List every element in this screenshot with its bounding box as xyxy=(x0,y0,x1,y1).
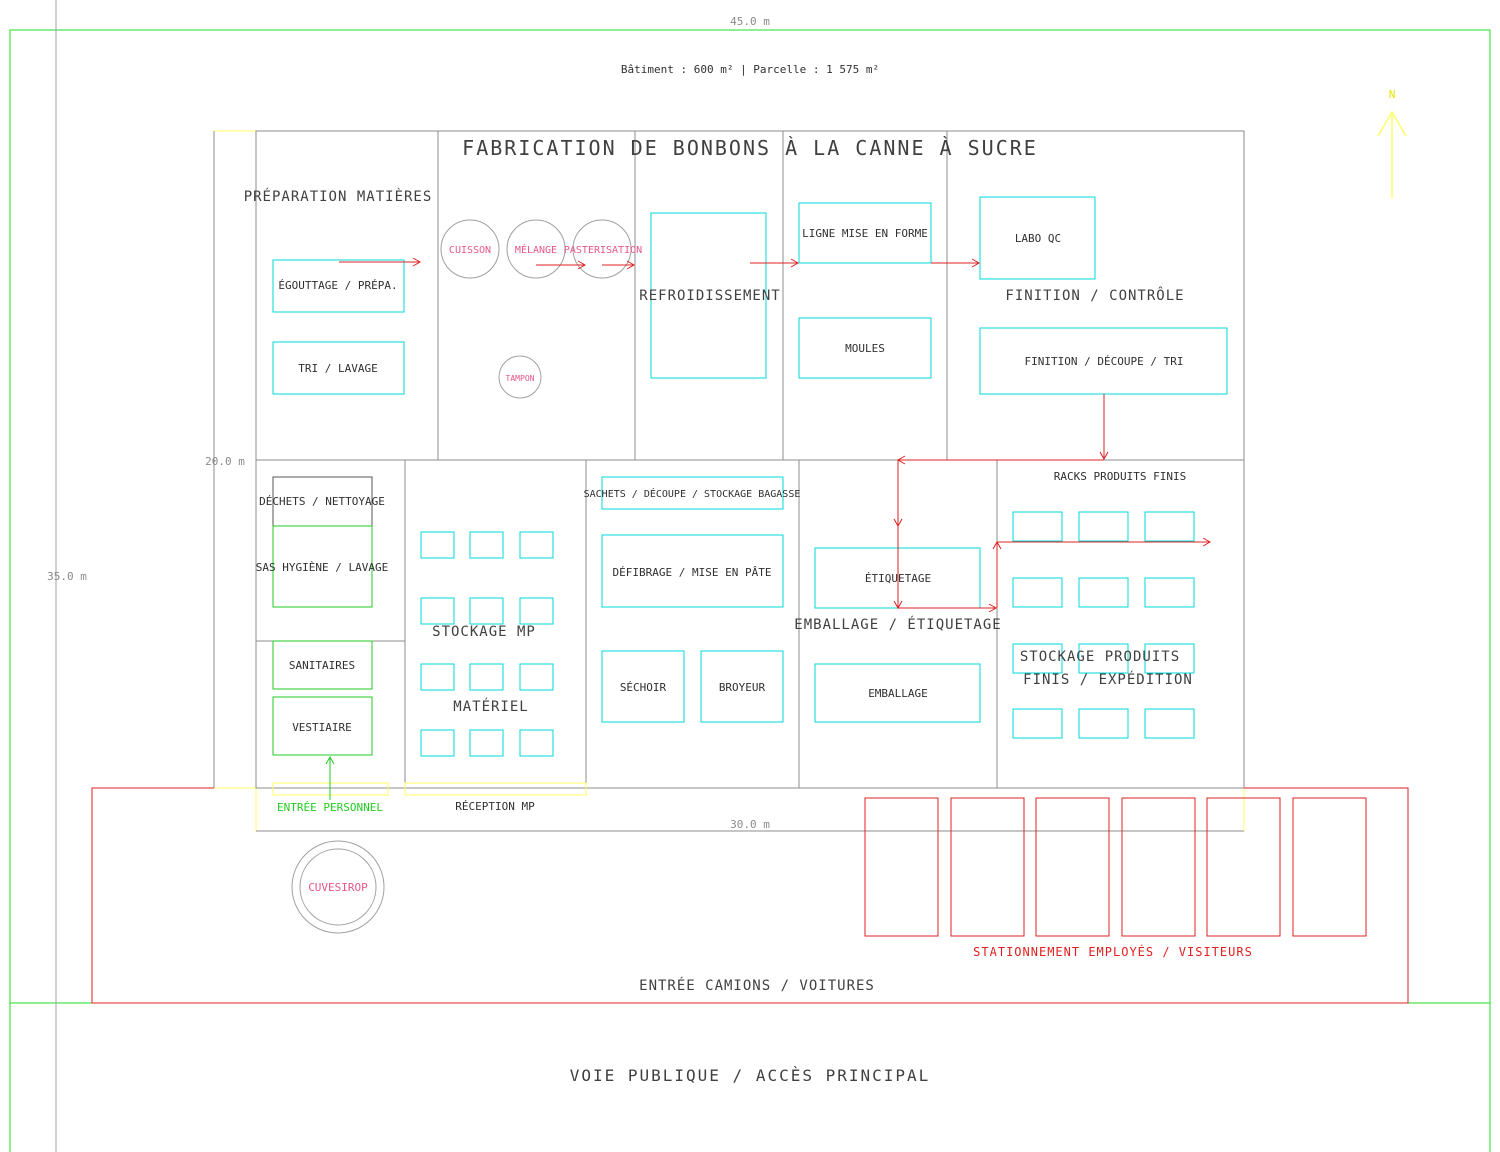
box-egouttage xyxy=(272,259,405,313)
label-moules: MOULES xyxy=(845,342,885,355)
zone-racks: RACKS PRODUITS FINIS xyxy=(1054,470,1186,483)
zone-stationnement: STATIONNEMENT EMPLOYÉS / VISITEURS xyxy=(973,944,1253,959)
label-sechoir: SÉCHOIR xyxy=(620,681,667,694)
box-sachets xyxy=(601,476,784,510)
zone-stockage-pf-2: FINIS / EXPÉDITION xyxy=(1023,671,1193,688)
plan-title: FABRICATION DE BONBONS À LA CANNE À SUCR… xyxy=(462,136,1038,160)
label-labo: LABO QC xyxy=(1015,232,1061,245)
box-refroidissement xyxy=(650,212,767,379)
label-egouttage: ÉGOUTTAGE / PRÉPA. xyxy=(278,279,397,292)
north-arrow-icon xyxy=(1377,110,1407,198)
box-tri xyxy=(272,341,405,395)
label-sas: SAS HYGIÈNE / LAVAGE xyxy=(256,561,388,574)
finished-goods-racks xyxy=(1012,511,1195,739)
zone-emballage: EMBALLAGE / ÉTIQUETAGE xyxy=(794,616,1001,633)
tank-cuisson xyxy=(440,219,500,279)
dimension-left: 35.0 m xyxy=(47,570,87,583)
tank-tampon xyxy=(498,355,542,399)
box-labo xyxy=(979,196,1096,280)
tanks xyxy=(291,219,632,934)
zone-reception: RÉCEPTION MP xyxy=(455,800,535,813)
label-ligne: LIGNE MISE EN FORME xyxy=(802,227,928,240)
label-cuisson: CUISSON xyxy=(449,245,491,256)
zone-materiel: MATÉRIEL xyxy=(453,698,528,715)
label-defibrage: DÉFIBRAGE / MISE EN PÂTE xyxy=(613,566,772,579)
staff-boxes xyxy=(272,525,373,756)
label-broyeur: BROYEUR xyxy=(719,681,766,694)
label-sanitaires: SANITAIRES xyxy=(289,659,355,672)
plan-subtitle: Bâtiment : 600 m² | Parcelle : 1 575 m² xyxy=(621,63,879,76)
zone-refroidissement: REFROIDISSEMENT xyxy=(639,288,780,304)
box-emballage xyxy=(814,663,981,723)
label-emballage: EMBALLAGE xyxy=(868,687,928,700)
zone-entree-camions: ENTRÉE CAMIONS / VOITURES xyxy=(639,977,875,994)
zone-stockage-mp: STOCKAGE MP xyxy=(432,624,536,640)
label-tri: TRI / LAVAGE xyxy=(298,362,377,375)
label-tampon: TAMPON xyxy=(506,374,535,383)
box-ligne xyxy=(798,202,932,264)
tank-cuve-inner xyxy=(299,848,377,926)
label-finition: FINITION / DÉCOUPE / TRI xyxy=(1025,355,1184,368)
dimension-bottom: 30.0 m xyxy=(730,818,770,831)
dimension-mid: 20.0 m xyxy=(205,455,245,468)
tank-pasteurisation xyxy=(572,219,632,279)
north-label: N xyxy=(1389,88,1396,101)
box-broyeur xyxy=(700,650,784,723)
tank-melange xyxy=(506,219,566,279)
box-moules xyxy=(798,317,932,379)
label-sachets: SACHETS / DÉCOUPE / STOCKAGE BAGASSE xyxy=(584,487,801,500)
stockage-mp-racks xyxy=(420,531,554,757)
zone-entree-personnel: ENTRÉE PERSONNEL xyxy=(277,801,383,814)
zone-stockage-pf-1: STOCKAGE PRODUITS xyxy=(1020,649,1180,665)
box-sechoir xyxy=(601,650,685,723)
dimension-top: 45.0 m xyxy=(730,15,770,28)
label-pasteurisation: PASTERISATION xyxy=(564,245,642,256)
label-melange: MÉLANGE xyxy=(515,243,557,256)
label-etiquetage: ÉTIQUETAGE xyxy=(865,572,931,585)
zone-voie-publique: VOIE PUBLIQUE / ACCÈS PRINCIPAL xyxy=(570,1066,931,1085)
zone-prep: PRÉPARATION MATIÈRES xyxy=(244,188,433,205)
parking-area xyxy=(91,787,1409,1004)
label-vestiaire: VESTIAIRE xyxy=(292,721,352,734)
zone-finition: FINITION / CONTRÔLE xyxy=(1005,286,1184,304)
process-flow xyxy=(339,257,1212,613)
staff-entrance-arrow-icon xyxy=(325,755,335,800)
label-cuve: CUVESIROP xyxy=(308,881,368,894)
box-defibrage xyxy=(601,534,784,608)
reception-outline xyxy=(272,782,587,796)
building-walls xyxy=(213,130,1245,832)
label-dechets: DÉCHETS / NETTOYAGE xyxy=(259,495,385,508)
tank-cuve-outer xyxy=(291,840,385,934)
